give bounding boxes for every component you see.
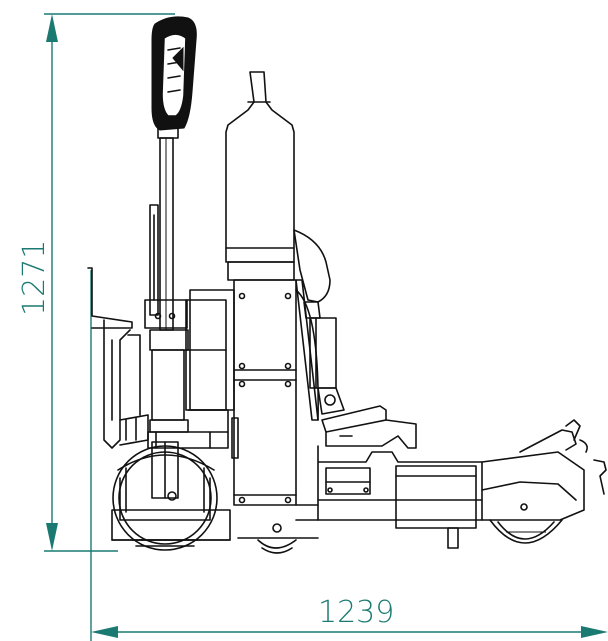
- seat-bracket: [321, 405, 417, 449]
- tiller-arm: [144, 127, 188, 331]
- main-mast: [227, 261, 319, 506]
- height-dimension: 1271: [17, 13, 175, 552]
- control-box: [395, 465, 477, 529]
- width-dimension: 1239: [90, 270, 608, 641]
- drive-column: [147, 299, 239, 459]
- side-box: [189, 289, 235, 411]
- height-arrow-top: [46, 14, 58, 42]
- rear-wheel: [112, 441, 218, 551]
- mid-wheel: [237, 523, 319, 554]
- gas-bottle: [225, 71, 295, 263]
- front-chassis: [295, 445, 483, 529]
- width-arrow-left: [91, 626, 118, 638]
- back-support: [293, 229, 345, 415]
- steering-handle: [151, 16, 197, 131]
- height-label: 1271: [17, 240, 52, 316]
- height-arrow-bottom: [46, 523, 58, 551]
- stand-foot: [447, 527, 459, 549]
- rear-guard: [87, 267, 149, 449]
- width-arrow-right: [581, 626, 608, 638]
- front-wheel: [489, 519, 563, 544]
- front-forks: [481, 419, 607, 521]
- machine: [87, 16, 607, 554]
- width-label: 1239: [318, 595, 394, 630]
